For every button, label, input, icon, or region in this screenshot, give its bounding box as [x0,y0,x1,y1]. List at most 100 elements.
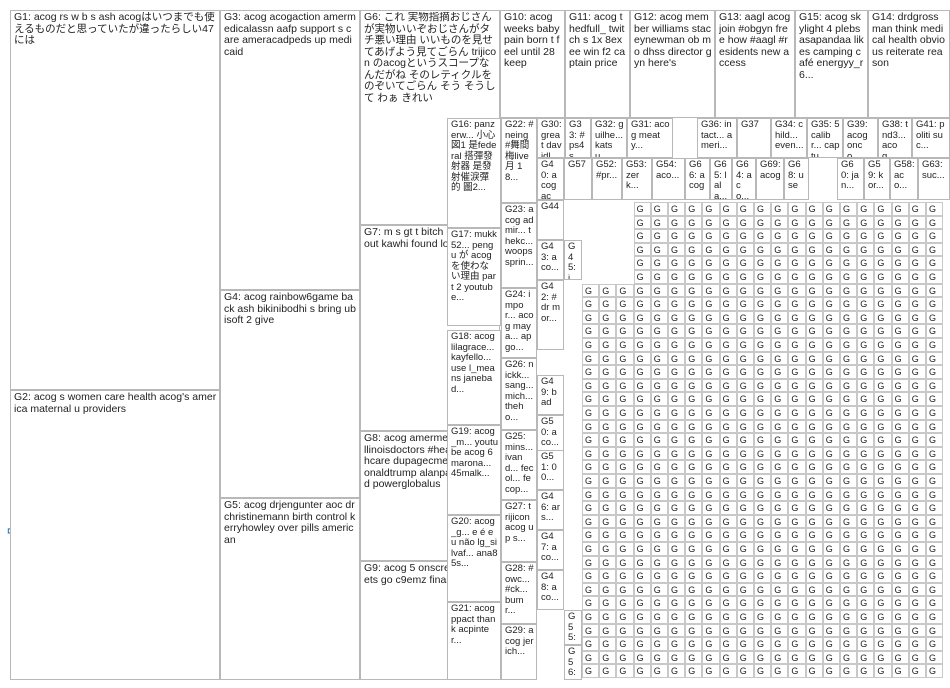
small-group-cell: G [685,556,702,570]
small-group-cell: G [599,583,616,597]
small-group-cell-label: G [877,585,888,596]
small-group-cell: G [874,583,891,597]
small-group-cell: G [685,229,702,243]
small-group-cell-label: G [723,354,734,365]
small-group-cell-label: G [895,218,906,229]
small-group-cell-label: G [843,503,854,514]
small-group-cell: G [857,501,874,515]
small-group-cell: G [599,352,616,366]
small-group-cell-label: G [791,367,802,378]
group-label-g25: G25: mins... ivand... fecol... fecop... [505,432,534,495]
group-panel-g31: G31: acog meaty... [627,118,673,158]
small-group-cell-label: G [654,299,665,310]
small-group-cell-label: G [619,381,630,392]
small-group-cell: G [823,596,840,610]
small-group-cell: G [737,433,754,447]
small-group-cell-label: G [585,394,596,405]
small-group-cell-label: G [895,490,906,501]
small-group-cell-label: G [877,204,888,215]
small-group-cell: G [634,569,651,583]
small-group-cell: G [651,556,668,570]
small-group-cell: G [737,379,754,393]
small-group-cell: G [892,515,909,529]
small-group-cell: G [926,256,943,270]
small-group-cell: G [806,569,823,583]
small-group-cell: G [651,583,668,597]
small-group-cell-label: G [757,422,768,433]
small-group-cell-label: G [723,204,734,215]
small-group-cell: G [771,474,788,488]
small-group-cell-label: G [585,354,596,365]
small-group-cell: G [599,447,616,461]
small-group-cell-label: G [895,286,906,297]
small-group-cell-label: G [912,204,923,215]
group-panel-g58: G58: aco... [890,158,918,200]
small-group-cell-label: G [791,585,802,596]
small-group-cell-label: G [757,286,768,297]
small-group-cell-label: G [740,544,751,555]
small-group-cell-label: G [654,435,665,446]
small-group-cell: G [857,610,874,624]
group-label-g52: G52: #pr... [596,160,619,181]
small-group-cell-label: G [688,394,699,405]
small-group-cell: G [668,243,685,257]
group-panel-g13: G13: aagl acog join #obgyn free how #aag… [715,10,795,118]
small-group-cell-label: G [688,422,699,433]
small-group-cell-label: G [895,272,906,283]
small-group-cell: G [616,637,633,651]
small-group-cell-label: G [757,340,768,351]
small-group-cell-label: G [877,476,888,487]
small-group-cell-label: G [791,272,802,283]
small-group-cell: G [720,324,737,338]
small-group-cell-label: G [688,612,699,623]
small-group-cell: G [892,488,909,502]
small-group-cell: G [823,297,840,311]
small-group-cell: G [823,284,840,298]
small-group-cell: G [720,433,737,447]
small-group-cell-label: G [654,530,665,541]
small-group-cell: G [582,406,599,420]
small-group-cell: G [754,501,771,515]
small-group-cell: G [874,297,891,311]
group-label-g40: G40: acog aco... [541,160,561,200]
small-group-cell-label: G [619,571,630,582]
small-group-cell-label: G [688,530,699,541]
small-group-cell-label: G [929,449,940,460]
small-group-cell: G [892,256,909,270]
small-group-cell-label: G [585,381,596,392]
small-group-cell: G [754,338,771,352]
group-panel-g10: G10: acog weeks baby pain born t feel un… [500,10,565,118]
small-group-cell-label: G [877,299,888,310]
small-group-cell: G [926,229,943,243]
small-group-cell: G [874,474,891,488]
small-group-cell: G [806,365,823,379]
small-group-cell-label: G [774,272,785,283]
small-group-cell-label: G [723,299,734,310]
small-group-cell: G [823,216,840,230]
small-group-cell: G [840,515,857,529]
small-group-cell: G [806,406,823,420]
small-group-cell: G [720,583,737,597]
small-group-cell-label: G [602,408,613,419]
small-group-cell-label: G [671,449,682,460]
small-group-cell-label: G [912,626,923,637]
group-label-g10: G10: acog weeks baby pain born t feel un… [504,12,562,70]
small-group-cell: G [616,460,633,474]
small-group-cell-label: G [637,367,648,378]
small-group-cell-label: G [705,394,716,405]
small-group-cell-label: G [585,544,596,555]
small-group-cell: G [651,216,668,230]
small-group-cell: G [857,583,874,597]
group-label-g48: G48: aco... [541,572,561,604]
small-group-cell: G [720,406,737,420]
small-group-cell: G [685,610,702,624]
small-group-cell: G [634,243,651,257]
small-group-cell-label: G [705,422,716,433]
small-group-cell-label: G [637,408,648,419]
small-group-cell-label: G [843,408,854,419]
group-label-g57: G57 [568,160,589,171]
small-group-cell-label: G [774,299,785,310]
small-group-cell: G [616,474,633,488]
small-group-cell-label: G [929,272,940,283]
small-group-cell: G [754,447,771,461]
